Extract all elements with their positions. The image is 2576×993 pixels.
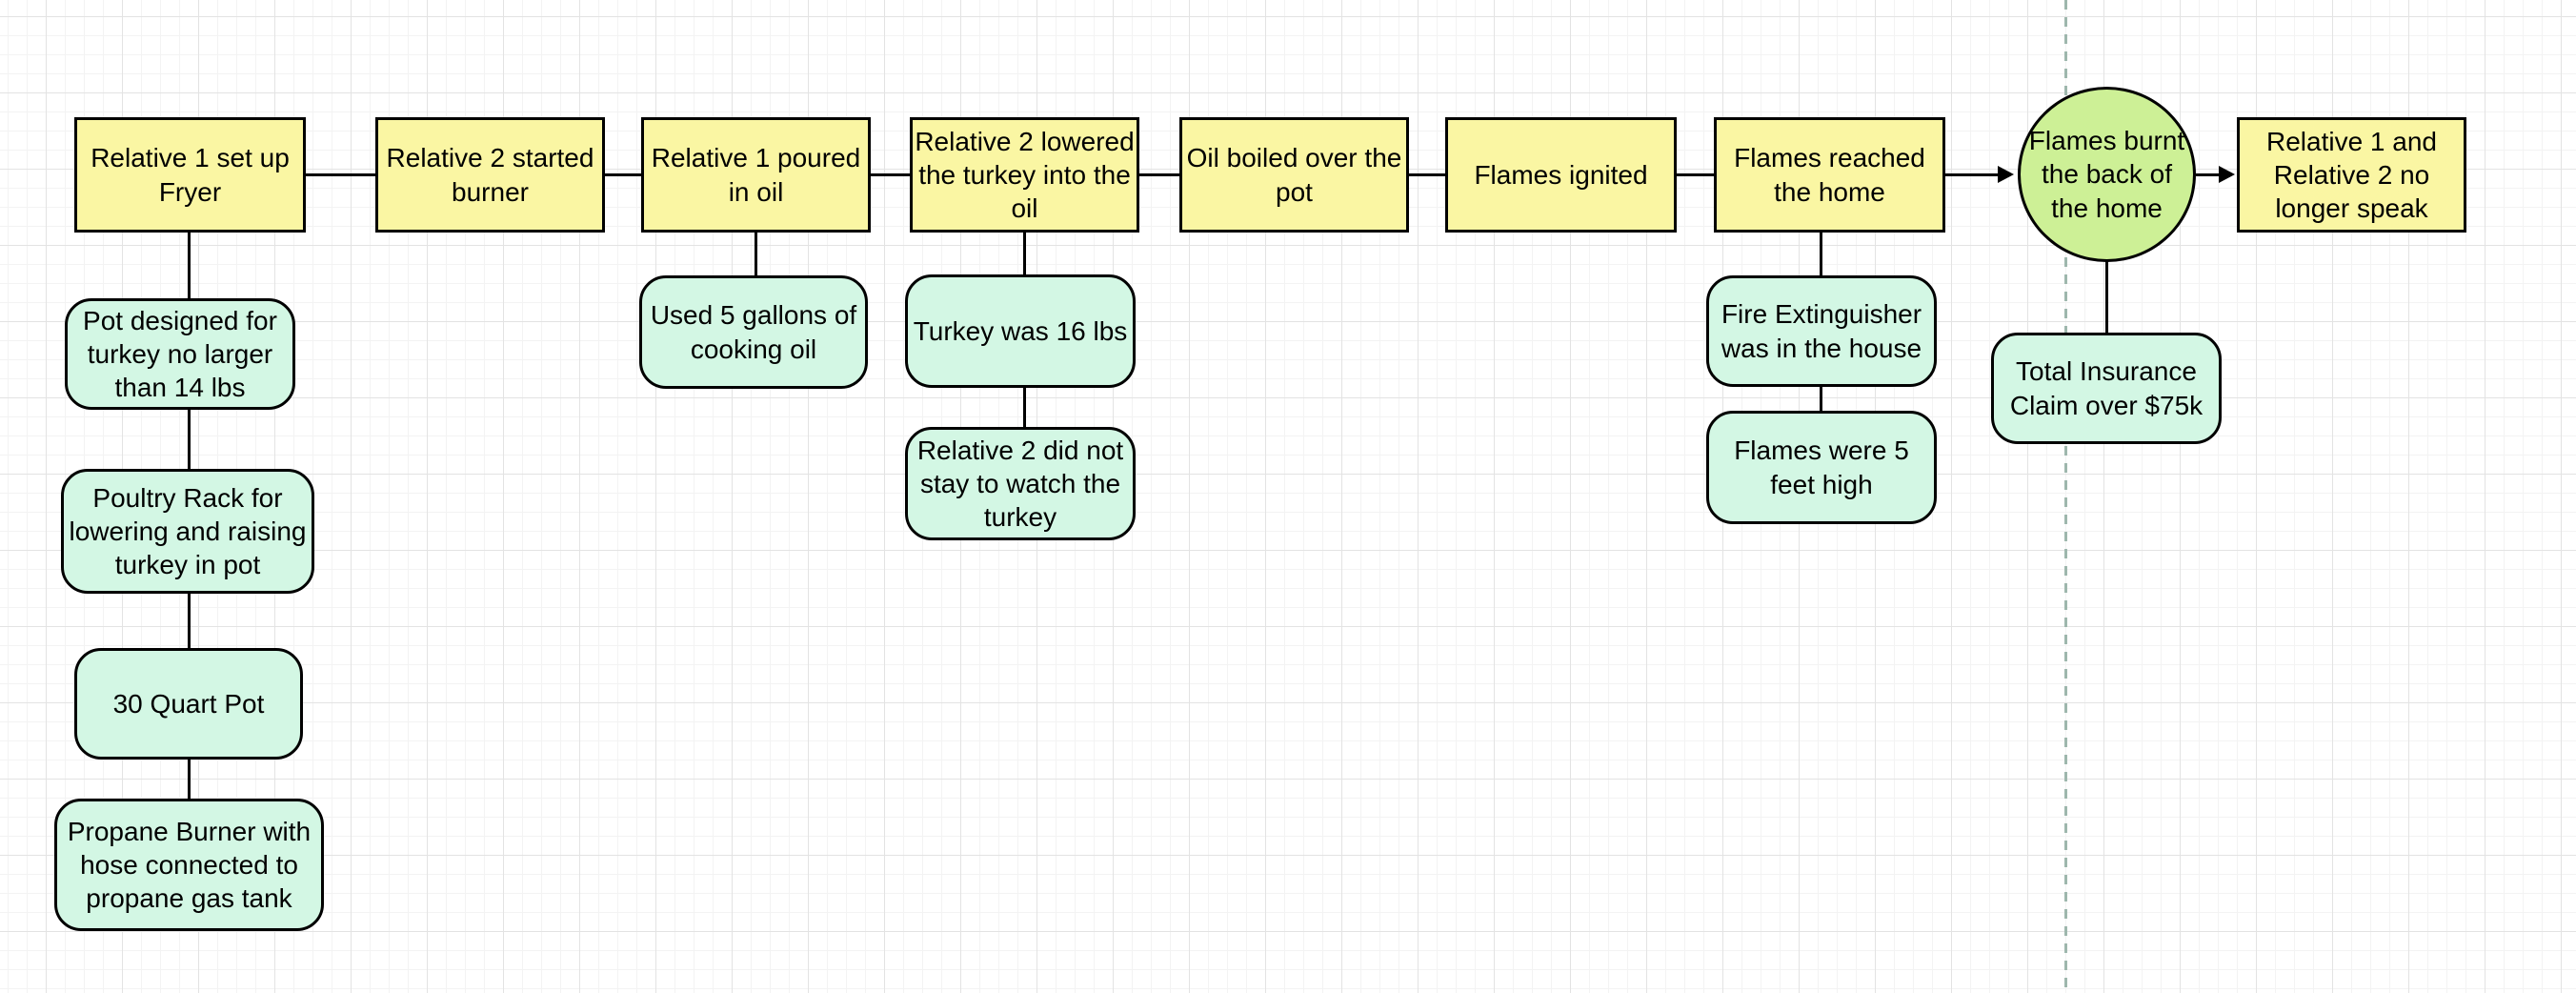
step-label: Relative 2 lowered the turkey into the o… bbox=[915, 126, 1135, 224]
note-5-gallons-oil[interactable]: Used 5 gallons of cooking oil bbox=[639, 275, 868, 389]
note-30-quart-pot[interactable]: 30 Quart Pot bbox=[74, 648, 303, 760]
connector-note3-note4[interactable] bbox=[188, 760, 191, 799]
arrowhead-into-step8 bbox=[2219, 166, 2235, 183]
connector-note2-note3[interactable] bbox=[188, 594, 191, 648]
connector-note8-note9[interactable] bbox=[1820, 387, 1822, 411]
connector-step3-note5[interactable] bbox=[755, 233, 757, 275]
event-label: Flames burnt the back of the home bbox=[2028, 126, 2185, 223]
step-7-flames-reached-home[interactable]: Flames reached the home bbox=[1714, 117, 1945, 233]
note-did-not-stay[interactable]: Relative 2 did not stay to watch the tur… bbox=[905, 427, 1136, 540]
note-label: Pot designed for turkey no larger than 1… bbox=[83, 305, 277, 403]
note-label: Poultry Rack for lowering and raising tu… bbox=[69, 482, 307, 580]
page-break-dashed-line bbox=[2064, 0, 2067, 993]
step-label: Relative 1 poured in oil bbox=[651, 143, 861, 207]
connector-note1-note2[interactable] bbox=[188, 410, 191, 469]
connector-step1-step2[interactable] bbox=[306, 173, 375, 176]
note-label: Propane Burner with hose connected to pr… bbox=[67, 816, 312, 914]
step-5-oil-boiled-over[interactable]: Oil boiled over the pot bbox=[1179, 117, 1409, 233]
note-label: Used 5 gallons of cooking oil bbox=[650, 300, 857, 364]
note-label: Total Insurance Claim over $75k bbox=[2009, 356, 2204, 420]
step-2-started-burner[interactable]: Relative 2 started burner bbox=[375, 117, 605, 233]
step-1-set-up-fryer[interactable]: Relative 1 set up Fryer bbox=[74, 117, 306, 233]
note-turkey-16-lbs[interactable]: Turkey was 16 lbs bbox=[905, 274, 1136, 388]
note-label: Turkey was 16 lbs bbox=[913, 315, 1128, 346]
step-label: Flames ignited bbox=[1474, 159, 1648, 190]
note-propane-burner[interactable]: Propane Burner with hose connected to pr… bbox=[54, 799, 324, 931]
step-8-no-longer-speak[interactable]: Relative 1 and Relative 2 no longer spea… bbox=[2237, 117, 2466, 233]
connector-step4-step5[interactable] bbox=[1139, 173, 1179, 176]
connector-step7-note8[interactable] bbox=[1820, 233, 1822, 275]
step-label: Oil boiled over the pot bbox=[1186, 143, 1402, 207]
connector-step4-note6[interactable] bbox=[1023, 233, 1026, 274]
step-label: Relative 1 and Relative 2 no longer spea… bbox=[2265, 126, 2437, 224]
connector-step6-step7[interactable] bbox=[1677, 173, 1714, 176]
step-6-flames-ignited[interactable]: Flames ignited bbox=[1445, 117, 1677, 233]
connector-event-note10[interactable] bbox=[2105, 260, 2108, 333]
note-label: Flames were 5 feet high bbox=[1734, 436, 1909, 499]
connector-step3-step4[interactable] bbox=[871, 173, 910, 176]
step-3-poured-in-oil[interactable]: Relative 1 poured in oil bbox=[641, 117, 871, 233]
arrowhead-into-event bbox=[1998, 166, 2014, 183]
note-flames-5-feet[interactable]: Flames were 5 feet high bbox=[1706, 411, 1937, 524]
note-label: Fire Extinguisher was in the house bbox=[1721, 299, 1922, 363]
connector-step1-note1[interactable] bbox=[188, 233, 191, 298]
connector-step7-event[interactable] bbox=[1945, 173, 1999, 176]
note-label: 30 Quart Pot bbox=[112, 688, 265, 719]
event-flames-burnt-home[interactable]: Flames burnt the back of the home bbox=[2018, 87, 2196, 262]
step-label: Relative 2 started burner bbox=[386, 143, 594, 207]
step-label: Relative 1 set up Fryer bbox=[91, 143, 290, 207]
note-insurance-claim[interactable]: Total Insurance Claim over $75k bbox=[1991, 333, 2222, 444]
connector-event-step8[interactable] bbox=[2196, 173, 2220, 176]
connector-note6-note7[interactable] bbox=[1023, 388, 1026, 427]
step-label: Flames reached the home bbox=[1734, 143, 1925, 207]
connector-step2-step3[interactable] bbox=[605, 173, 641, 176]
note-poultry-rack[interactable]: Poultry Rack for lowering and raising tu… bbox=[61, 469, 314, 594]
note-label: Relative 2 did not stay to watch the tur… bbox=[916, 435, 1124, 533]
step-4-lowered-turkey[interactable]: Relative 2 lowered the turkey into the o… bbox=[910, 117, 1139, 233]
connector-step5-step6[interactable] bbox=[1409, 173, 1445, 176]
note-pot-designed-14lbs[interactable]: Pot designed for turkey no larger than 1… bbox=[65, 298, 295, 410]
note-fire-extinguisher[interactable]: Fire Extinguisher was in the house bbox=[1706, 275, 1937, 387]
